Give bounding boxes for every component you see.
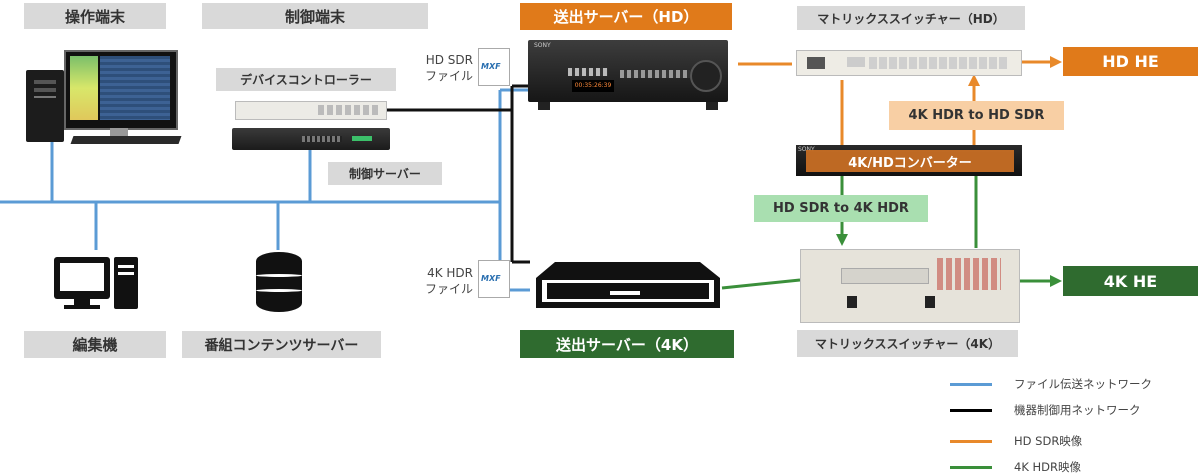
control-network-lines [385,84,530,264]
legend-hd-sdr: HD SDR映像 [950,433,1082,449]
legend-control-network-swatch [950,408,992,412]
k4-hdr-file-line2: ファイル [424,282,473,296]
operation-terminal-label: 操作端末 [24,3,166,29]
converter-label: 4K/HDコンバーター [806,150,1014,172]
legend-hd-sdr-label: HD SDR映像 [1014,434,1083,448]
legend-4k-hdr-swatch [950,465,992,469]
mxf-file-icon: MXF [478,260,510,298]
hd-sdr-file-line1: HD SDR [425,53,473,67]
legend-hd-sdr-swatch [950,439,992,443]
content-server-label: 番組コンテンツサーバー [182,331,381,358]
device-controller-icon [235,101,387,120]
converter-sony-logo: SONY [798,146,815,153]
hd-server-foot-right [706,102,718,110]
k4-hdr-file-text: 4K HDR ファイル [405,265,473,297]
editor-label: 編集機 [24,331,166,358]
hd-sdr-file-line2: ファイル [424,69,473,83]
hd-playout-server-icon: SONY 00:35:26:39 [528,40,728,102]
playout-4k-label: 送出サーバー（4K） [520,330,734,358]
matrix-4k-label: マトリックススイッチャー（4K） [797,330,1018,357]
hd-he-box: HD HE [1063,47,1198,76]
control-server-label: 制御サーバー [328,162,442,185]
mxf-file-icon: MXF [478,48,510,86]
timecode-display: 00:35:26:39 [572,80,614,92]
hd-server-sony-logo: SONY [534,42,551,49]
matrix-4k-icon [800,249,1020,323]
legend-file-network-swatch [950,382,992,386]
legend-file-network-label: ファイル伝送ネットワーク [1014,377,1152,391]
editor-stand-icon [74,299,90,305]
legend-control-network-label: 機器制御用ネットワーク [1014,403,1141,417]
legend-4k-hdr: 4K HDR映像 [950,459,1081,475]
hdr-to-sdr-box: 4K HDR to HD SDR [889,101,1064,130]
pc-tower-icon [26,70,64,142]
sdr-to-hdr-box: HD SDR to 4K HDR [754,195,928,222]
legend-4k-hdr-label: 4K HDR映像 [1014,460,1082,474]
legend-file-network: ファイル伝送ネットワーク [950,376,1152,392]
playout-hd-label: 送出サーバー（HD） [520,3,732,30]
database-icon [256,252,302,312]
matrix-hd-icon [796,50,1022,76]
mxf-badge: MXF [481,62,501,71]
hd-server-foot-left [538,102,550,110]
editor-base-icon [64,305,100,309]
k4-he-box: 4K HE [1063,266,1198,296]
mxf-badge: MXF [481,274,501,283]
k4-hdr-file-line1: 4K HDR [427,266,473,280]
matrix-hd-label: マトリックススイッチャー（HD） [797,6,1025,30]
editor-monitor-icon [54,257,110,299]
file-network-lines [0,88,530,292]
device-controller-label: デバイスコントローラー [216,68,396,91]
legend-control-network: 機器制御用ネットワーク [950,402,1141,418]
editor-tower-icon [114,257,138,309]
hd-sdr-file-text: HD SDR ファイル [405,52,473,84]
control-terminal-label: 制御端末 [202,3,428,29]
control-server-icon [232,128,390,150]
monitor-stand-icon [110,128,128,136]
